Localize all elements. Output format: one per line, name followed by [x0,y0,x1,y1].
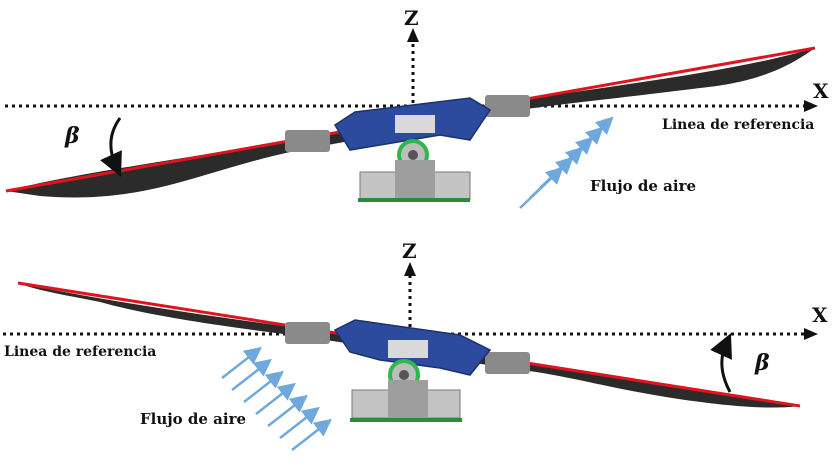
z-axis-arrowhead-top [407,28,419,42]
z-axis-arrowhead-bottom [404,262,416,276]
x-axis-label-bottom: X [812,303,828,327]
pitch-angle-arc-bottom [710,333,732,393]
rotor-hub-top [285,95,530,202]
top-panel: Z X Linea de referencia β [5,6,829,209]
bottom-panel: Z X Linea de referencia β [3,239,828,451]
airflow-label-top: Flujo de aire [590,177,696,195]
pitch-angle-label-top: β [64,123,80,149]
x-axis-label-top: X [813,79,829,103]
pitch-angle-label-bottom: β [754,350,770,376]
z-axis-label-bottom: Z [402,239,417,263]
rotor-hub-bottom [285,319,530,422]
reference-line-label-bottom: Linea de referencia [4,344,156,360]
airflow-label-bottom: Flujo de aire [140,410,246,428]
pitch-angle-arc-top [100,117,122,177]
x-axis-arrowhead-bottom [804,328,818,340]
airflow-arrows-top [519,116,614,209]
z-axis-label-top: Z [404,6,419,30]
x-axis-arrowhead-top [804,100,818,112]
control-board-bottom [350,418,462,422]
airflow-arrows-bottom [221,346,332,451]
control-board-top [358,198,470,202]
reference-line-label-top: Linea de referencia [662,117,814,133]
